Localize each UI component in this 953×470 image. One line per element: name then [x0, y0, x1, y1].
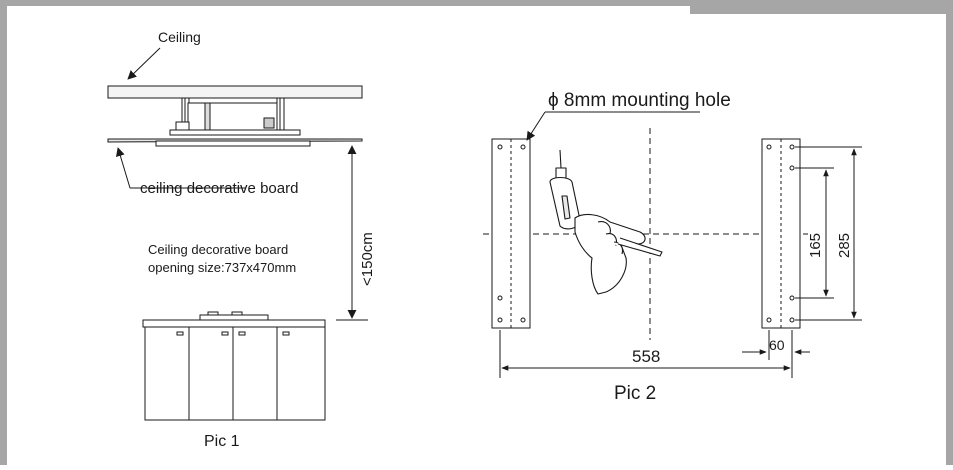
cabinet-top — [142, 319, 326, 328]
cabinet-body — [144, 326, 326, 421]
height-dimension-label: <150cm — [359, 232, 376, 286]
pic2-caption: Pic 2 — [614, 383, 656, 404]
pic2-labels: ϕ 8mm mounting hole 558 60 165 285 Pic 2 — [548, 90, 853, 404]
pic1-illustration — [107, 47, 368, 421]
indoor-unit — [187, 102, 278, 134]
dimension-285: 285 — [836, 233, 853, 258]
drill-icon — [549, 149, 663, 295]
pic2-illustration — [483, 111, 862, 378]
mounting-hole-label: ϕ 8mm mounting hole — [548, 90, 731, 111]
board-label: ceiling decorative board — [140, 180, 298, 197]
opening-note-line1: Ceiling decorative board — [148, 242, 288, 257]
pic1-caption: Pic 1 — [204, 433, 240, 450]
opening-note-line2: opening size:737x470mm — [148, 260, 296, 275]
pic1-labels: Ceiling ceiling decorative board Ceiling… — [140, 29, 376, 450]
dimension-165: 165 — [807, 233, 824, 258]
dimension-60: 60 — [769, 337, 785, 353]
ceiling-slab — [107, 85, 363, 99]
left-mounting-bracket — [491, 138, 531, 329]
ceiling-label: Ceiling — [158, 29, 201, 45]
dimension-558: 558 — [632, 347, 660, 366]
